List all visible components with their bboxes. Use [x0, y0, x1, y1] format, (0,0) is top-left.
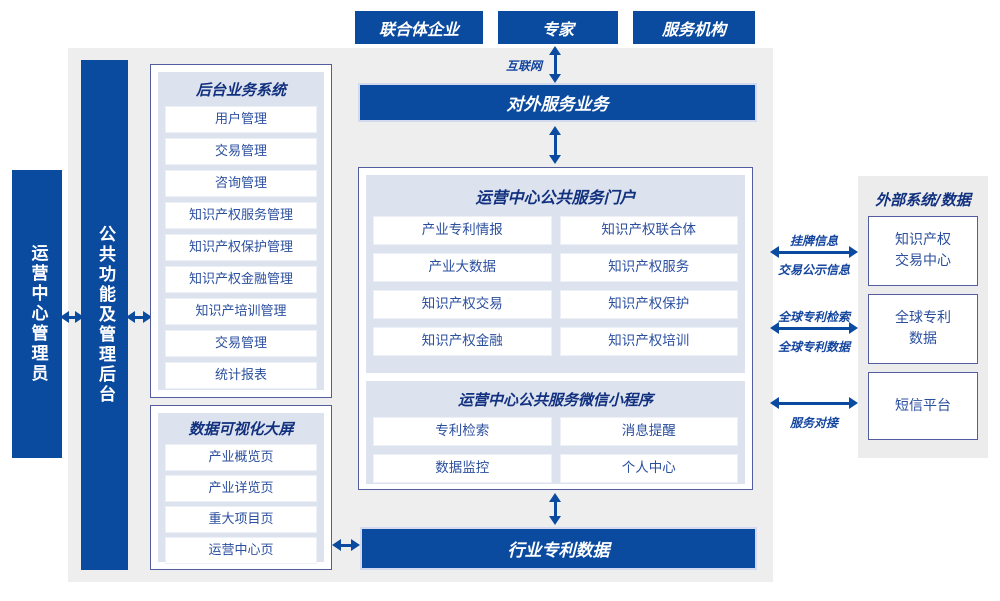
portal-item: 知识产权交易: [373, 290, 552, 319]
arrow-backend-system-icon: [126, 311, 152, 323]
link-label-patent-search: 全球专利检索: [777, 310, 850, 324]
backend-item: 知识产权金融管理: [165, 266, 317, 293]
backend-item: 咨询管理: [165, 170, 317, 197]
arrow-admin-backend-icon: [60, 311, 84, 323]
portal-panel: 运营中心公共服务门户 产业专利情报 知识产权联合体 产业大数据 知识产权服务 知…: [366, 175, 745, 373]
portal-item: 产业大数据: [373, 253, 552, 282]
actor-consortium-enterprise: 联合体企业: [355, 11, 483, 44]
link-label-trade-publicity: 交易公示信息: [777, 263, 850, 277]
backend-sidebar: 公共功能及管理后台: [81, 60, 128, 570]
arrow-service-portal-icon: [549, 126, 561, 164]
actor-service-agency: 服务机构: [633, 11, 755, 44]
backend-item: 知识产权保护管理: [165, 234, 317, 261]
external-system-label: 全球专利数据: [895, 310, 951, 347]
miniprogram-title: 运营中心公共服务微信小程序: [457, 391, 653, 409]
external-system-ip-exchange: 知识产权交易中心: [868, 216, 978, 286]
backend-item: 知识产权服务管理: [165, 202, 317, 229]
operation-center-box: 运营中心公共服务门户 产业专利情报 知识产权联合体 产业大数据 知识产权服务 知…: [358, 167, 753, 490]
arrow-dashboard-data-icon: [332, 539, 360, 551]
backend-item: 交易管理: [165, 138, 317, 165]
industry-patent-data-bar: 行业专利数据: [360, 527, 757, 570]
miniprogram-item: 数据监控: [373, 454, 552, 483]
backend-sidebar-label: 公共功能及管理后台: [95, 225, 115, 405]
portal-item: 知识产权金融: [373, 327, 552, 356]
backend-system-title: 后台业务系统: [195, 81, 286, 99]
backend-item: 知识产培训管理: [165, 298, 317, 325]
portal-title: 运营中心公共服务门户: [475, 188, 636, 207]
arrow-internet-icon: [549, 46, 561, 83]
external-systems-title: 外部系统/数据: [875, 191, 971, 209]
dashboard-box: 数据可视化大屏 产业概览页 产业详览页 重大项目页 运营中心页: [150, 405, 332, 570]
dashboard-item: 运营中心页: [165, 537, 317, 564]
dashboard-title: 数据可视化大屏: [188, 420, 294, 438]
portal-item: 知识产权保护: [559, 290, 738, 319]
external-system-label: 短信平台: [895, 397, 951, 414]
admin-sidebar: 运营中心管理员: [12, 170, 62, 458]
miniprogram-item: 个人中心: [559, 454, 738, 483]
arrow-portal-data-icon: [549, 493, 561, 525]
internet-label: 互联网: [505, 59, 542, 73]
portal-item: 产业专利情报: [373, 216, 552, 245]
admin-sidebar-label: 运营中心管理员: [27, 244, 48, 384]
external-system-label: 知识产权交易中心: [895, 232, 951, 269]
backend-item: 交易管理: [165, 330, 317, 357]
arrow-sms-link-icon: [770, 397, 858, 409]
external-system-sms: 短信平台: [868, 372, 978, 440]
miniprogram-item: 专利检索: [373, 417, 552, 446]
dashboard-item: 重大项目页: [165, 506, 317, 533]
actor-expert: 专家: [498, 11, 618, 44]
backend-item: 用户管理: [165, 106, 317, 133]
link-label-service-connect: 服务对接: [789, 416, 838, 430]
arrow-exchange-link-icon: [770, 246, 858, 258]
portal-item: 知识产权服务: [559, 253, 738, 282]
miniprogram-item: 消息提醒: [559, 417, 738, 446]
link-label-patent-data: 全球专利数据: [777, 340, 850, 354]
external-service-bar: 对外服务业务: [358, 83, 757, 122]
external-system-global-patent: 全球专利数据: [868, 294, 978, 364]
backend-system-box: 后台业务系统 用户管理 交易管理 咨询管理 知识产权服务管理 知识产权保护管理 …: [150, 64, 332, 398]
portal-item: 知识产权培训: [559, 327, 738, 356]
portal-item: 知识产权联合体: [559, 216, 738, 245]
backend-item: 统计报表: [165, 362, 317, 389]
arrow-patent-link-icon: [770, 322, 858, 334]
miniprogram-panel: 运营中心公共服务微信小程序 专利检索 消息提醒 数据监控 个人中心: [366, 381, 745, 484]
dashboard-item: 产业概览页: [165, 444, 317, 471]
dashboard-item: 产业详览页: [165, 475, 317, 502]
link-label-listing-info: 挂牌信息: [789, 234, 838, 248]
